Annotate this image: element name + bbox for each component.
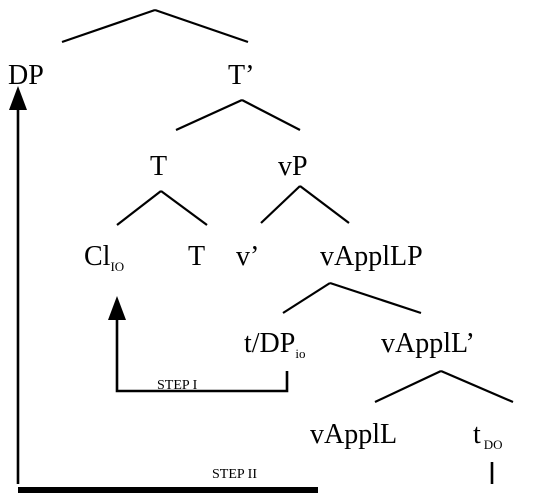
bottom-scan-bar	[18, 487, 318, 493]
node-vappllp: vApplLP	[320, 241, 423, 272]
node-t-dp-main: t/DP	[244, 328, 295, 359]
node-cl-subscript: IO	[110, 259, 124, 274]
node-dp: DP	[8, 60, 44, 91]
node-vp: vP	[278, 151, 308, 182]
node-t-dp: t/DPio	[244, 328, 305, 361]
node-cl: ClIO	[84, 241, 124, 274]
branch-root-left	[61, 8, 156, 44]
node-t-do-subscript: DO	[484, 437, 503, 452]
branch-tbar-left	[175, 98, 243, 132]
branch-vp-right	[299, 185, 350, 224]
node-t-dp-subscript: io	[295, 346, 305, 361]
branch-root-right	[154, 8, 249, 44]
node-t-do-main: t	[473, 419, 481, 450]
branch-vappllp-right	[329, 281, 422, 315]
step-1-arrow-path	[115, 318, 289, 393]
step-2-arrowhead	[9, 86, 27, 110]
branch-vappllp-left	[282, 282, 331, 314]
node-vappll-bar: vApplL’	[381, 328, 475, 359]
step-1-label: STEP I	[157, 378, 198, 393]
branch-tbar-right	[241, 99, 301, 131]
node-t-bar: T’	[228, 60, 254, 91]
tree-nodes: DP T’ T vP ClIO T v’ vApplLP t/DPio vApp…	[8, 60, 503, 452]
step-2-label: STEP II	[212, 467, 257, 482]
movement-arrows	[9, 86, 494, 484]
branch-t-right	[160, 190, 208, 226]
step-1-arrowhead	[108, 296, 126, 320]
node-vappll: vApplL	[310, 419, 397, 450]
branch-vappllbar-right	[440, 369, 514, 404]
branch-t-left	[116, 190, 162, 226]
node-v-bar: v’	[236, 241, 259, 272]
node-t-low: T	[188, 241, 205, 272]
node-cl-main: Cl	[84, 241, 111, 272]
branch-vp-left	[260, 185, 301, 224]
tree-branches	[61, 8, 514, 404]
node-t: T	[150, 151, 167, 182]
branch-vappllbar-left	[374, 370, 442, 403]
